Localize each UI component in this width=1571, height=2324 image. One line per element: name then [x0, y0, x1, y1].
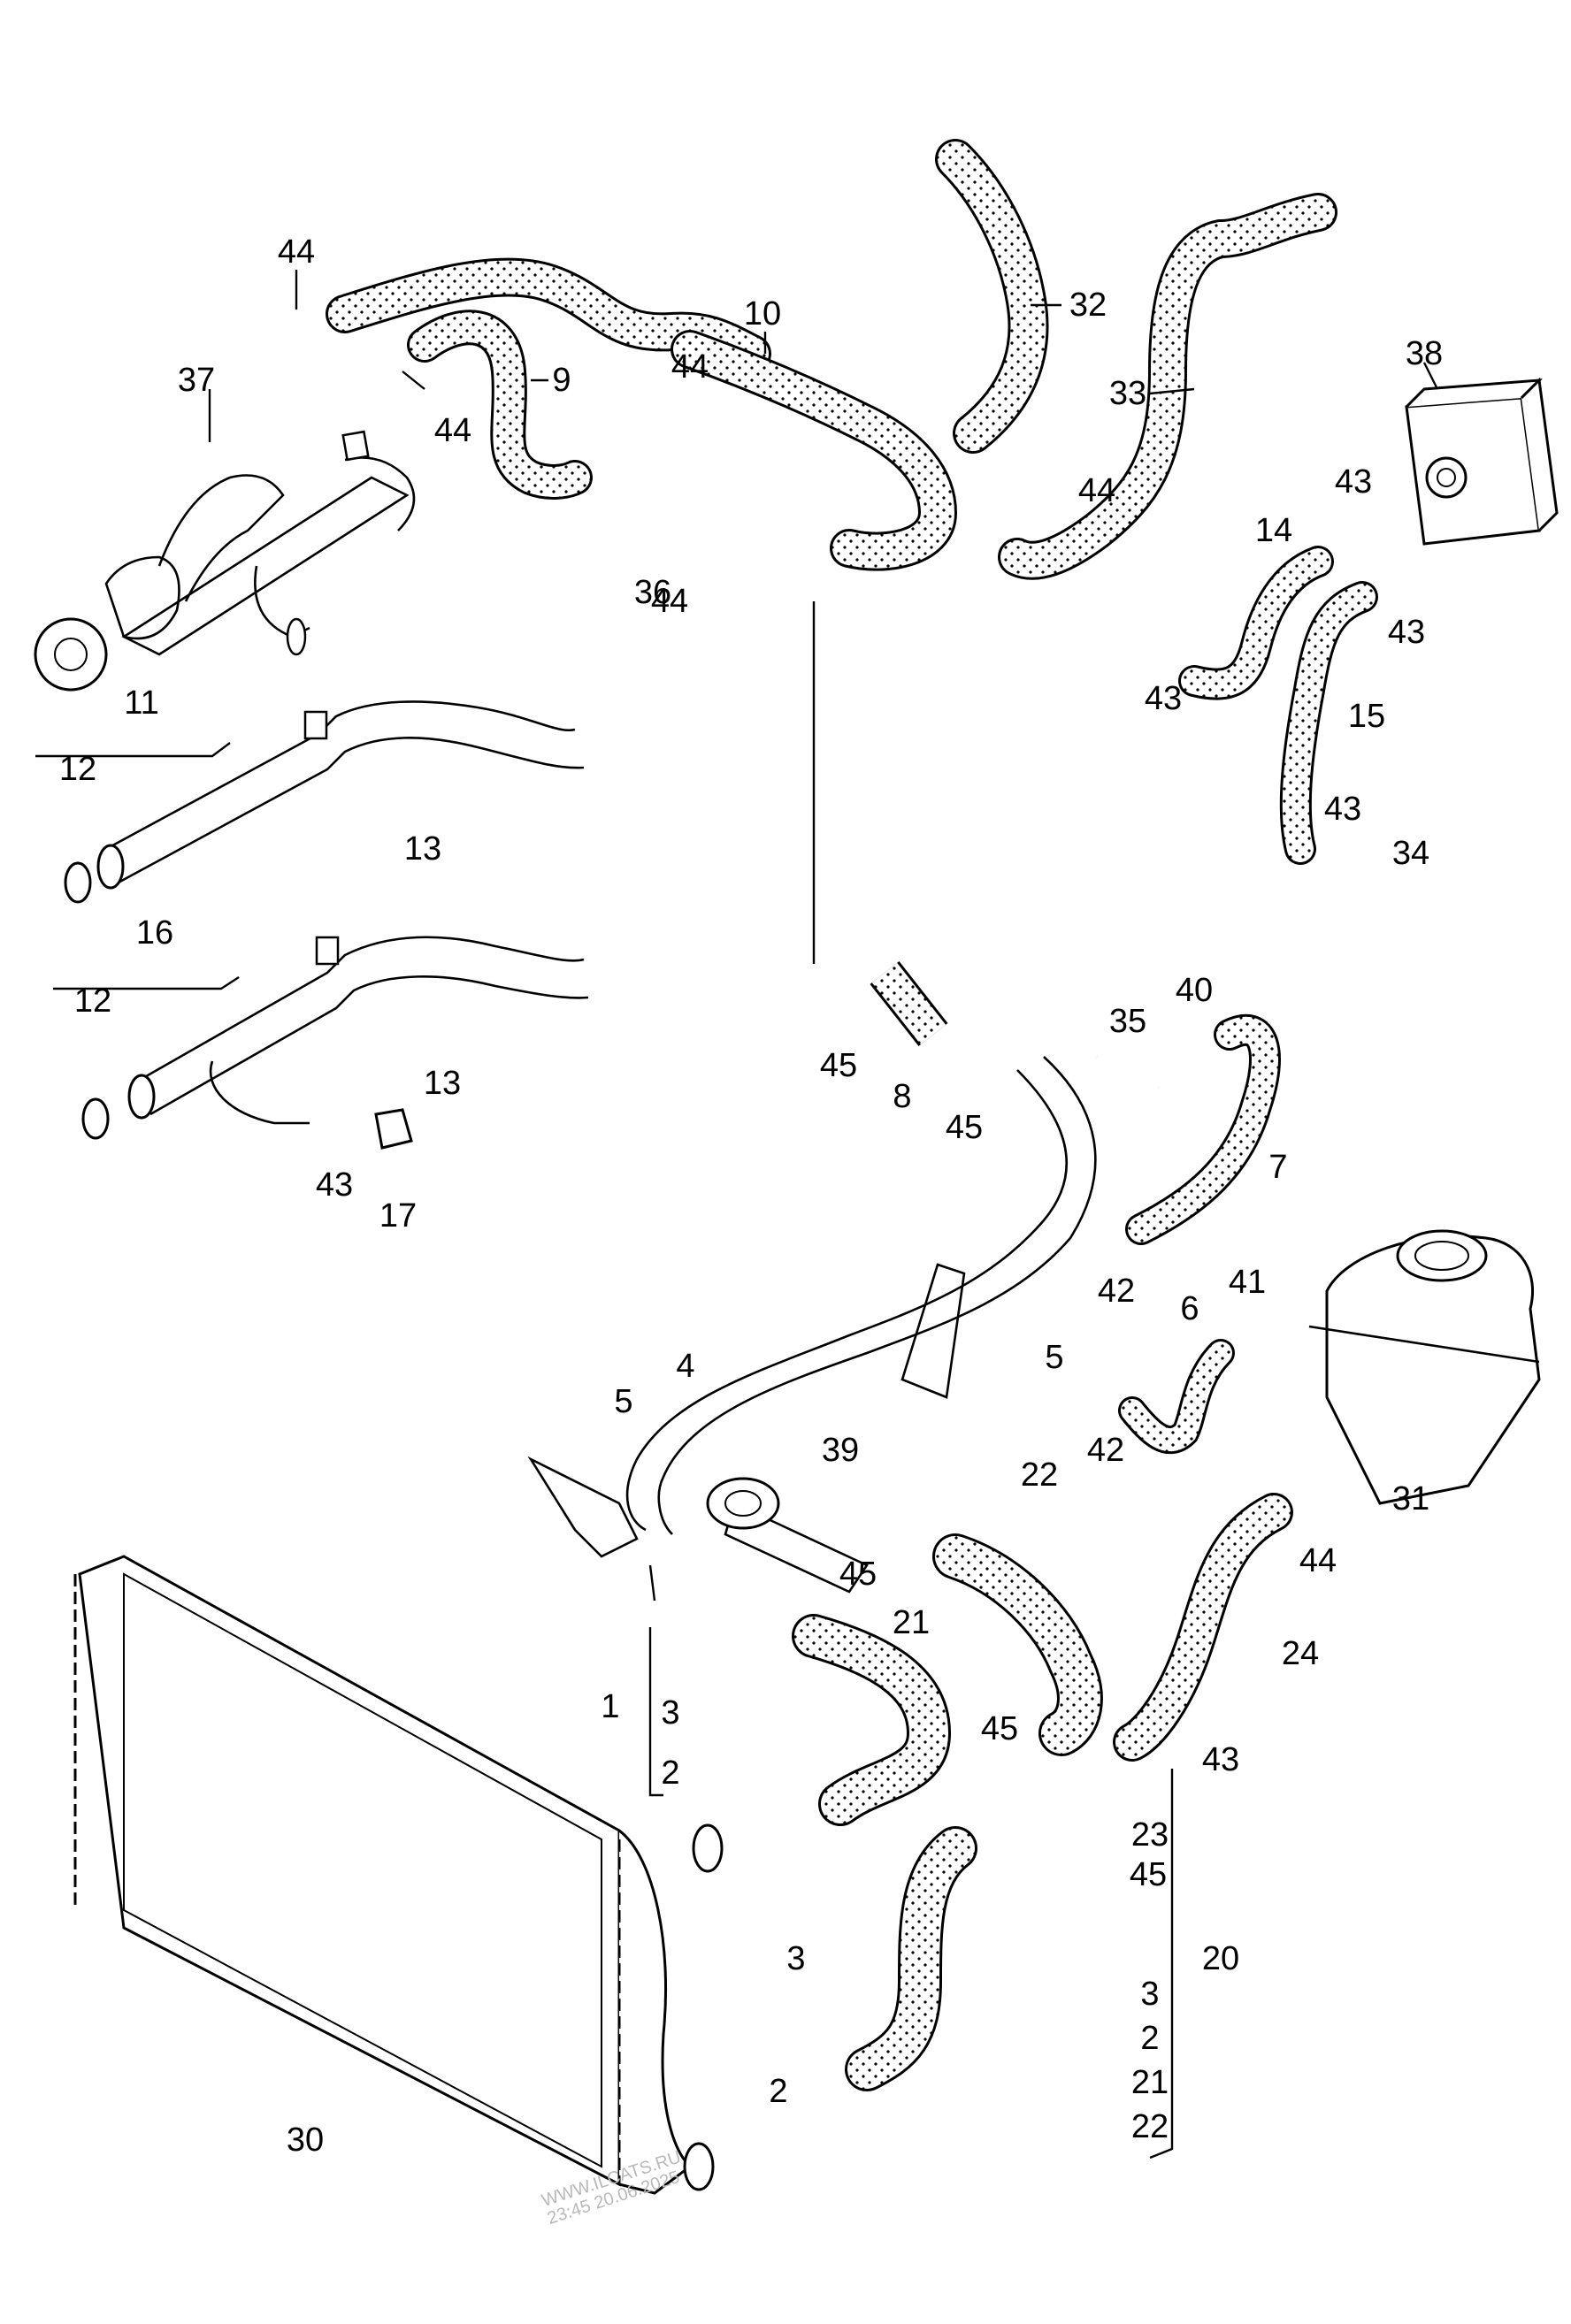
callout-23[interactable]: 23 [1130, 1816, 1169, 1854]
callout-21[interactable]: 21 [1130, 2064, 1169, 2101]
callout-1[interactable]: 1 [601, 1688, 620, 1725]
callout-40[interactable]: 40 [1175, 972, 1214, 1009]
callout-22[interactable]: 22 [1130, 2108, 1169, 2145]
callout-14[interactable]: 14 [1254, 512, 1293, 549]
callout-20[interactable]: 20 [1201, 1940, 1240, 1977]
callout-44[interactable]: 44 [433, 412, 472, 449]
callout-45[interactable]: 45 [945, 1109, 984, 1146]
callout-41[interactable]: 41 [1228, 1264, 1267, 1301]
callout-2[interactable]: 2 [1140, 2020, 1160, 2057]
callout-7[interactable]: 7 [1268, 1149, 1288, 1186]
callout-43[interactable]: 43 [315, 1166, 354, 1204]
callout-43[interactable]: 43 [1323, 791, 1362, 828]
callout-43[interactable]: 43 [1144, 680, 1183, 717]
coolant-pipe-11 [64, 700, 585, 904]
callout-34[interactable]: 34 [1391, 835, 1430, 872]
callout-11[interactable]: 11 [124, 684, 159, 722]
callout-16[interactable]: 16 [135, 914, 174, 952]
callout-45[interactable]: 45 [839, 1556, 877, 1593]
callout-32[interactable]: 32 [1069, 287, 1107, 324]
callout-9[interactable]: 9 [552, 362, 571, 399]
coolant-pipe-4 [527, 1056, 1097, 1558]
expansion-tank-31 [1308, 1229, 1541, 1505]
callout-45[interactable]: 45 [1129, 1856, 1168, 1893]
callout-13[interactable]: 13 [423, 1065, 462, 1102]
callout-43[interactable]: 43 [1334, 463, 1373, 501]
callout-4[interactable]: 4 [676, 1348, 695, 1385]
callout-45[interactable]: 45 [819, 1047, 858, 1084]
callout-37[interactable]: 37 [177, 362, 216, 399]
callout-15[interactable]: 15 [1347, 698, 1386, 735]
callout-43[interactable]: 43 [1387, 614, 1426, 651]
callout-3[interactable]: 3 [786, 1940, 806, 1977]
callout-44[interactable]: 44 [1299, 1542, 1337, 1579]
callout-44[interactable]: 44 [671, 348, 709, 386]
callout-3[interactable]: 3 [1140, 1976, 1160, 2013]
callout-39[interactable]: 39 [821, 1432, 860, 1469]
coolant-pipe-assembly-37 [34, 430, 416, 692]
callout-6[interactable]: 6 [1180, 1290, 1199, 1327]
callout-30[interactable]: 30 [286, 2121, 325, 2159]
callout-42[interactable]: 42 [1086, 1432, 1125, 1469]
callout-38[interactable]: 38 [1405, 335, 1444, 372]
callout-12[interactable]: 12 [73, 982, 112, 1020]
callout-44[interactable]: 44 [277, 233, 316, 271]
callout-36[interactable]: 36 [633, 574, 672, 611]
leader-lines [35, 270, 1439, 2160]
callout-24[interactable]: 24 [1281, 1635, 1320, 1672]
radiator-30 [73, 1555, 724, 2195]
callout-2[interactable]: 2 [769, 2073, 788, 2110]
oil-cooler-38 [1405, 377, 1559, 546]
callout-43[interactable]: 43 [1201, 1741, 1240, 1778]
coolant-pipe-16 [81, 936, 589, 1150]
callout-33[interactable]: 33 [1108, 375, 1147, 412]
callout-44[interactable]: 44 [1077, 472, 1116, 509]
callout-8[interactable]: 8 [893, 1078, 912, 1115]
callout-22[interactable]: 22 [1020, 1456, 1059, 1494]
callout-2[interactable]: 2 [661, 1754, 680, 1792]
callout-31[interactable]: 31 [1391, 1480, 1430, 1517]
callout-17[interactable]: 17 [379, 1197, 418, 1235]
callout-35[interactable]: 35 [1108, 1003, 1147, 1040]
callout-5[interactable]: 5 [614, 1383, 633, 1420]
callout-3[interactable]: 3 [661, 1694, 680, 1732]
callout-12[interactable]: 12 [58, 751, 97, 788]
callout-10[interactable]: 10 [743, 295, 782, 333]
callout-5[interactable]: 5 [1045, 1339, 1064, 1376]
callout-42[interactable]: 42 [1097, 1273, 1136, 1310]
flange-39 [706, 1477, 869, 1594]
callout-44[interactable]: 44 [650, 583, 689, 620]
callout-21[interactable]: 21 [892, 1604, 931, 1641]
callout-45[interactable]: 45 [980, 1710, 1019, 1747]
callout-13[interactable]: 13 [403, 830, 442, 868]
